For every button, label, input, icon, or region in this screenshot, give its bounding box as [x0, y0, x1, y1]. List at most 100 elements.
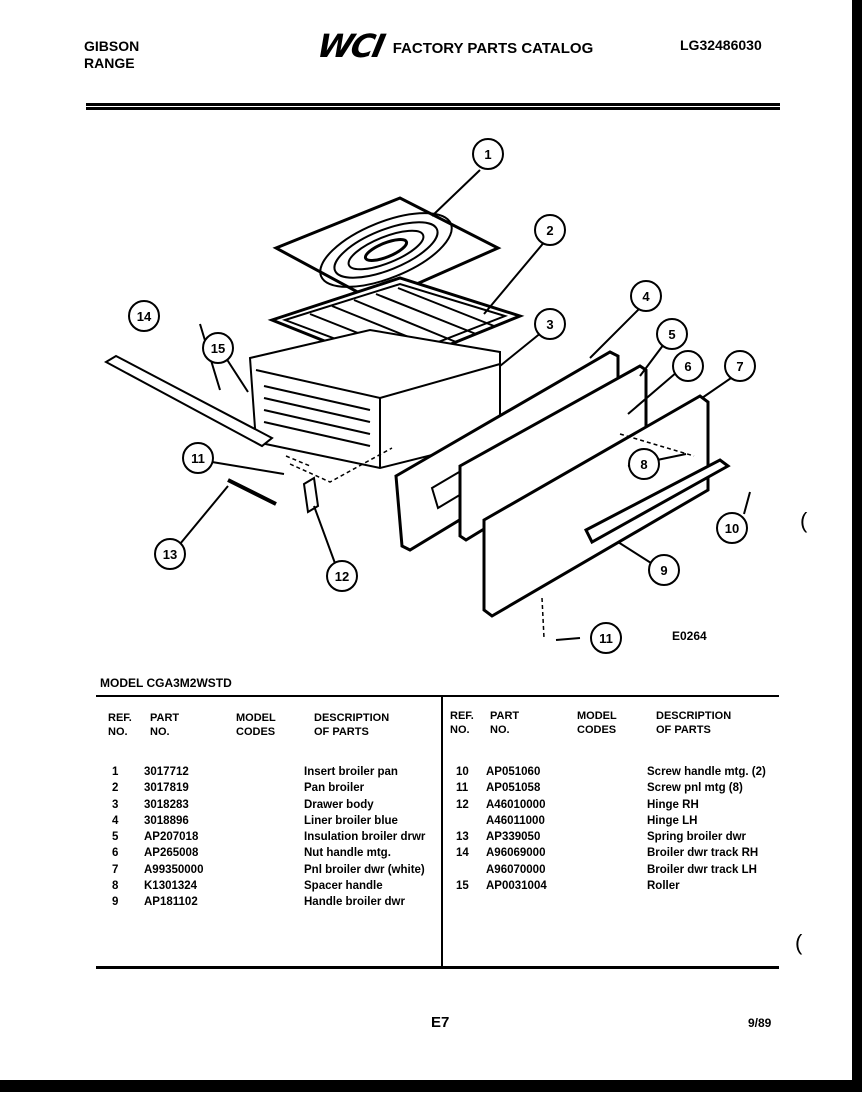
part-description: Spacer handle	[304, 880, 383, 893]
part-description: Liner broiler blue	[304, 814, 398, 827]
ref-number: 15	[456, 880, 469, 893]
svg-text:1: 1	[484, 147, 491, 162]
page-number: E7	[431, 1014, 450, 1031]
part-description: Drawer body	[304, 798, 374, 811]
brand-name: GIBSON	[84, 38, 140, 54]
ref-number: 12	[456, 798, 469, 811]
table-row: 7 A99350000 Pnl broiler dwr (white)	[112, 862, 437, 878]
table-row: 5 AP207018 Insulation broiler drwr	[112, 829, 437, 845]
part-number: K1301324	[144, 880, 198, 893]
part-number: 3017712	[144, 766, 189, 778]
part-description: Spring broiler dwr	[647, 831, 747, 844]
svg-text:11: 11	[191, 451, 205, 466]
table-row: A96070000 Broiler dwr track LH	[456, 862, 781, 878]
part-description: Hinge LH	[647, 814, 698, 827]
part-number: 3018896	[144, 814, 189, 827]
callout-4: 4	[630, 280, 662, 312]
part-number: AP051058	[486, 782, 541, 795]
part-number: A99350000	[144, 863, 204, 876]
part-number: AP181102	[144, 896, 198, 909]
broiler-track	[103, 354, 274, 448]
part-number: 3017819	[144, 782, 189, 795]
catalog-title: FACTORY PARTS CATALOG	[392, 39, 594, 57]
brand-block: GIBSON RANGE	[84, 38, 139, 72]
callout-14: 14	[128, 300, 160, 332]
part-description: Nut handle mtg.	[304, 847, 391, 860]
table-top-rule	[96, 695, 779, 697]
header-rule	[86, 103, 780, 110]
part-description: Handle broiler dwr	[304, 896, 405, 909]
callout-15: 15	[202, 332, 234, 364]
ref-number: 4	[112, 814, 119, 827]
ref-number: 9	[112, 896, 119, 909]
part-description: Roller	[647, 880, 680, 893]
svg-text:3: 3	[546, 317, 553, 332]
wci-logo: WCI	[313, 27, 387, 65]
product-type: RANGE	[84, 55, 135, 71]
table-row: 6 AP265008 Nut handle mtg.	[112, 845, 437, 861]
spring	[227, 478, 277, 506]
table-row: 9 AP181102 Handle broiler dwr	[112, 894, 437, 910]
part-description: Pnl broiler dwr (white)	[304, 863, 425, 876]
svg-text:4: 4	[642, 289, 650, 304]
ref-number: 1	[112, 766, 119, 778]
part-number: AP051060	[486, 766, 541, 778]
col-description: DESCRIPTION OF PARTS	[314, 712, 390, 738]
callout-6: 6	[672, 350, 704, 382]
col-model-codes: MODEL CODES	[236, 712, 276, 738]
callout-13: 13	[154, 538, 186, 570]
ref-number: 7	[112, 863, 119, 876]
part-description: Hinge RH	[647, 798, 699, 811]
part-number: A46011000	[486, 814, 545, 827]
svg-text:7: 7	[736, 359, 743, 374]
ref-number: 11	[456, 782, 469, 795]
col-ref-no-right: REF. NO.	[450, 710, 474, 736]
callout-9: 9	[648, 554, 680, 586]
callout-1: 1	[472, 138, 504, 170]
part-number: AP207018	[144, 831, 199, 844]
svg-text:12: 12	[335, 569, 349, 584]
callout-3: 3	[534, 308, 566, 340]
col-part-no: PART NO.	[150, 712, 180, 738]
insert-broiler-pan	[272, 196, 502, 304]
part-description: Broiler dwr track LH	[647, 863, 757, 876]
catalog-number: LG32486030	[680, 37, 762, 53]
col-ref-no: REF. NO.	[108, 712, 132, 738]
callout-8: 8	[628, 448, 660, 480]
svg-text:5: 5	[668, 327, 675, 342]
diagram-code: E0264	[672, 629, 707, 643]
svg-text:10: 10	[725, 521, 739, 536]
part-number: 3018283	[144, 798, 189, 811]
part-number: A96070000	[486, 863, 546, 876]
revision-date: 9/89	[748, 1016, 772, 1030]
drawer-handle	[583, 458, 731, 545]
table-row: 4 3018896 Liner broiler blue	[112, 813, 437, 829]
svg-text:2: 2	[546, 223, 553, 238]
svg-text:14: 14	[137, 309, 152, 324]
table-bottom-rule	[96, 966, 779, 969]
svg-text:15: 15	[211, 341, 225, 356]
ref-number: 14	[456, 847, 469, 860]
ref-number: 5	[112, 831, 119, 844]
model-number: MODEL CGA3M2WSTD	[100, 676, 232, 690]
ref-number: 6	[112, 847, 119, 860]
part-number: A96069000	[486, 847, 546, 860]
hinge	[302, 476, 320, 514]
callout-2: 2	[534, 214, 566, 246]
callout-11a: 11	[182, 442, 214, 474]
svg-text:9: 9	[660, 563, 667, 578]
svg-text:13: 13	[163, 547, 177, 562]
callout-12: 12	[326, 560, 358, 592]
binder-hole-mark-icon: (	[800, 508, 808, 533]
part-description: Insulation broiler drwr	[304, 831, 426, 844]
part-number: AP265008	[144, 847, 199, 860]
